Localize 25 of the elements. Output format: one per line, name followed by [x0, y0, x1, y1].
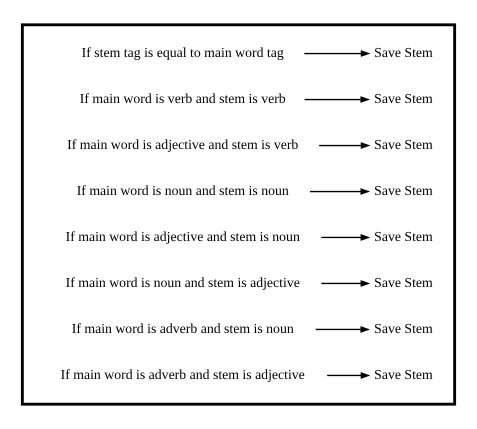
node-text: If main word is verb and stem is verb — [80, 91, 286, 106]
node-text: If main word is noun and stem is noun — [76, 183, 289, 198]
arrow — [304, 96, 370, 103]
node-text: If main word is noun and stem is adjective — [66, 275, 300, 290]
arrow — [319, 142, 370, 149]
node-text: Save Stem — [374, 137, 433, 152]
node-text: Save Stem — [374, 91, 433, 106]
arrow — [310, 188, 370, 195]
node-text: If main word is adjective and stem is verb — [67, 137, 298, 152]
node-text: If stem tag is equal to main word tag — [82, 45, 284, 60]
node-text: If main word is adjective and stem is noun — [66, 229, 300, 244]
node-text: If main word is adverb and stem is noun — [72, 321, 294, 336]
arrow — [327, 372, 370, 379]
node-text: Save Stem — [374, 321, 433, 336]
node-text: Save Stem — [374, 229, 433, 244]
arrow — [316, 326, 370, 333]
cluster — [20, 23, 456, 406]
node-text: Save Stem — [374, 45, 433, 60]
node-text: Save Stem — [374, 275, 433, 290]
node-text: If main word is adverb and stem is adjective — [60, 367, 305, 382]
arrow — [304, 50, 370, 57]
node-text: Save Stem — [374, 367, 433, 382]
node-text: Save Stem — [374, 183, 433, 198]
arrow — [321, 234, 370, 241]
arrow — [321, 280, 370, 287]
